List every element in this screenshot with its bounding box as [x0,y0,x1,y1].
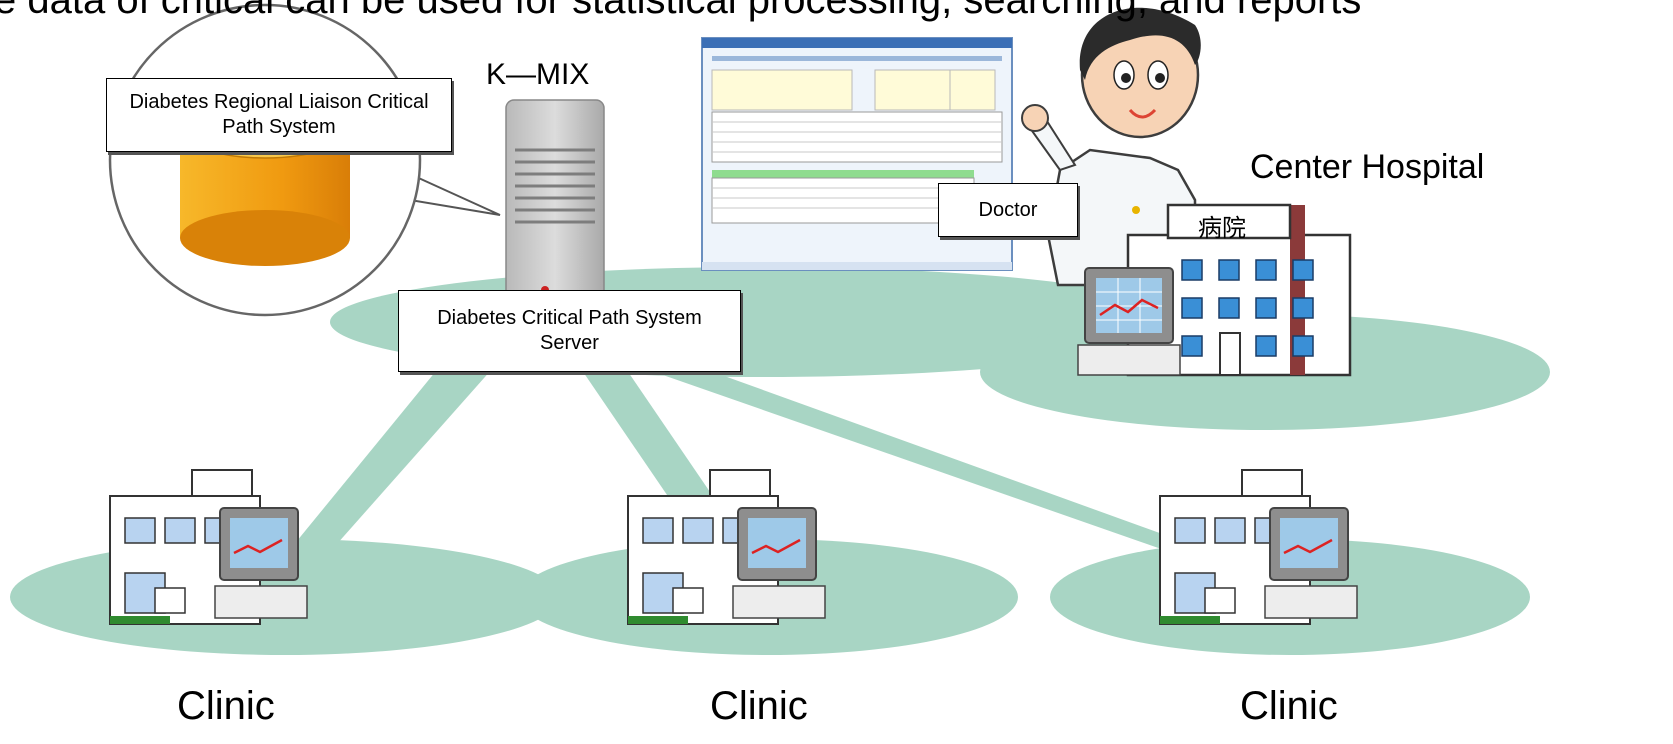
callout-label-text: Diabetes Regional Liaison Critical Path … [129,91,429,138]
doctor-label-text: Doctor [978,198,1038,221]
clinic-icons [109,469,1358,625]
clinic-3-icon [1159,469,1358,625]
center-hospital-label: Center Hospital [1250,148,1485,186]
clinic-label-1: Clinic [177,684,275,728]
hospital-computer-icon [1077,267,1181,376]
doctor-label-box: Doctor [938,183,1078,237]
server-label-text: Diabetes Critical Path System Server [437,307,702,354]
clinic-label-2: Clinic [710,684,808,728]
hospital-building-icon [1126,203,1352,377]
clinic-label-3: Clinic [1240,684,1338,728]
link-server-clinic-3 [620,360,1290,580]
header-text: e data of critical can be used for stati… [0,0,1362,22]
server-label-box: Diabetes Critical Path System Server [398,290,741,372]
database-bubble [108,3,501,317]
link-server-clinic-1 [265,360,500,580]
server-name-label: K―MIX [486,58,590,91]
clinic-2-icon [627,469,826,625]
callout-label-box: Diabetes Regional Liaison Critical Path … [106,78,452,152]
server-tower-icon [505,99,605,306]
hospital-sign: 病院 [1198,215,1246,242]
clinic-1-icon [109,469,308,625]
